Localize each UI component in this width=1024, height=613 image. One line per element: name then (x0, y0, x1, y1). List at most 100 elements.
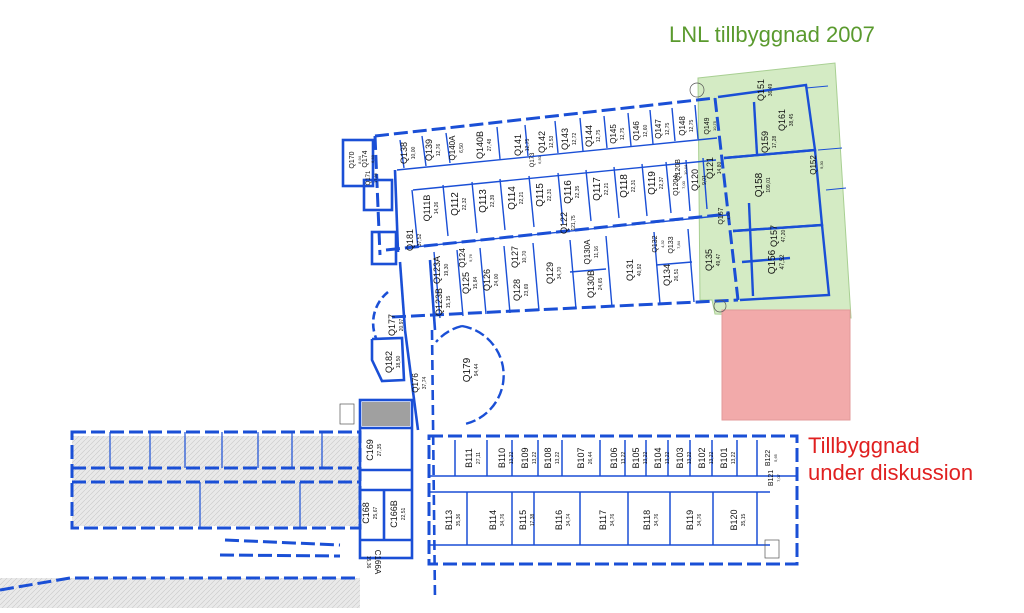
room-area: 10,70 (522, 251, 528, 264)
room-area: 14,80 (717, 162, 723, 175)
hatched-southwest-block (0, 578, 360, 608)
room-area: 26,51 (674, 269, 680, 282)
room-number: Q115 (535, 183, 546, 207)
room-number: Q135 (704, 249, 714, 271)
room-area: 94,44 (474, 364, 480, 377)
room-area: 9,01 (702, 175, 708, 185)
room-number: B101 (719, 447, 729, 468)
b-wing-inner-walls (429, 440, 797, 546)
room-number: C166A (373, 550, 382, 575)
room-area: 23,69 (524, 284, 530, 297)
room-number: Q148 (678, 116, 687, 136)
proposed-extension-annotation: Tillbyggnad under diskussion (808, 432, 973, 486)
room-area: 12,76 (436, 144, 442, 157)
room-area: 22,35 (575, 186, 581, 199)
room-area: 40,92 (637, 264, 643, 277)
room-number: B121 (768, 470, 775, 486)
dark-shaft (362, 402, 410, 426)
room-number: Q123B (434, 288, 444, 316)
room-area: 13,22 (532, 452, 538, 465)
room-area: 37,52 (417, 234, 423, 247)
room-number: Q161 (777, 109, 787, 131)
room-area: 15,36 (365, 556, 371, 569)
room-area: 36,49 (768, 84, 774, 97)
room-number: Q125 (461, 272, 471, 294)
room-area: 12,75 (620, 128, 626, 141)
room-area: 12,53 (549, 136, 555, 149)
proposed-extension-zone (721, 309, 851, 421)
room-area: 13,22 (555, 452, 561, 465)
room-number: B102 (697, 447, 707, 468)
room-number: Q131 (625, 259, 635, 281)
room-number: B122 (765, 450, 772, 466)
room-number: C166B (389, 500, 399, 528)
room-area: 34,76 (654, 514, 660, 527)
room-area: 22,21 (519, 192, 525, 205)
room-area: 19,30 (444, 264, 450, 277)
room-area: 15,84 (473, 277, 479, 290)
room-area: 47,52 (780, 254, 786, 270)
room-area: 12,72 (572, 133, 578, 146)
room-number: Q182 (384, 351, 394, 373)
room-area: 14,26 (434, 202, 440, 215)
room-number: Q152 (809, 155, 818, 175)
room-number: Q156 (767, 249, 778, 274)
room-area: 24,65 (598, 278, 604, 291)
room-area: 13,22 (621, 452, 627, 465)
room-number: Q146 (632, 121, 641, 141)
room-number: Q120A (673, 174, 680, 196)
south-walls (0, 538, 360, 592)
room-area: 22,32 (462, 198, 468, 211)
room-area: 9,76 (468, 253, 473, 262)
room-area: 13,22 (509, 452, 515, 465)
room-area: 17,28 (772, 136, 778, 149)
room-number: Q139 (424, 139, 434, 161)
west-wing-walls (70, 430, 362, 530)
room-number: Q113 (478, 189, 489, 213)
room-number: C169 (365, 439, 375, 461)
rotunda-walls (370, 290, 437, 601)
room-number: Q132 (652, 235, 659, 252)
room-number: B114 (488, 510, 498, 530)
room-area: 7,84 (676, 240, 681, 249)
room-number: Q143 (560, 128, 570, 150)
room-area: 13,22 (643, 452, 649, 465)
room-area: 17,89 (373, 172, 378, 183)
room-number: Q111B (422, 195, 432, 222)
room-area: 12,75 (596, 130, 602, 143)
room-number: Q157 (769, 225, 779, 247)
room-number: Q170 (349, 151, 356, 168)
room-number: Q173 (530, 152, 536, 167)
room-area: 17,38 (530, 514, 536, 527)
room-area: 12,75 (525, 139, 531, 152)
room-number: Q133 (668, 236, 675, 253)
